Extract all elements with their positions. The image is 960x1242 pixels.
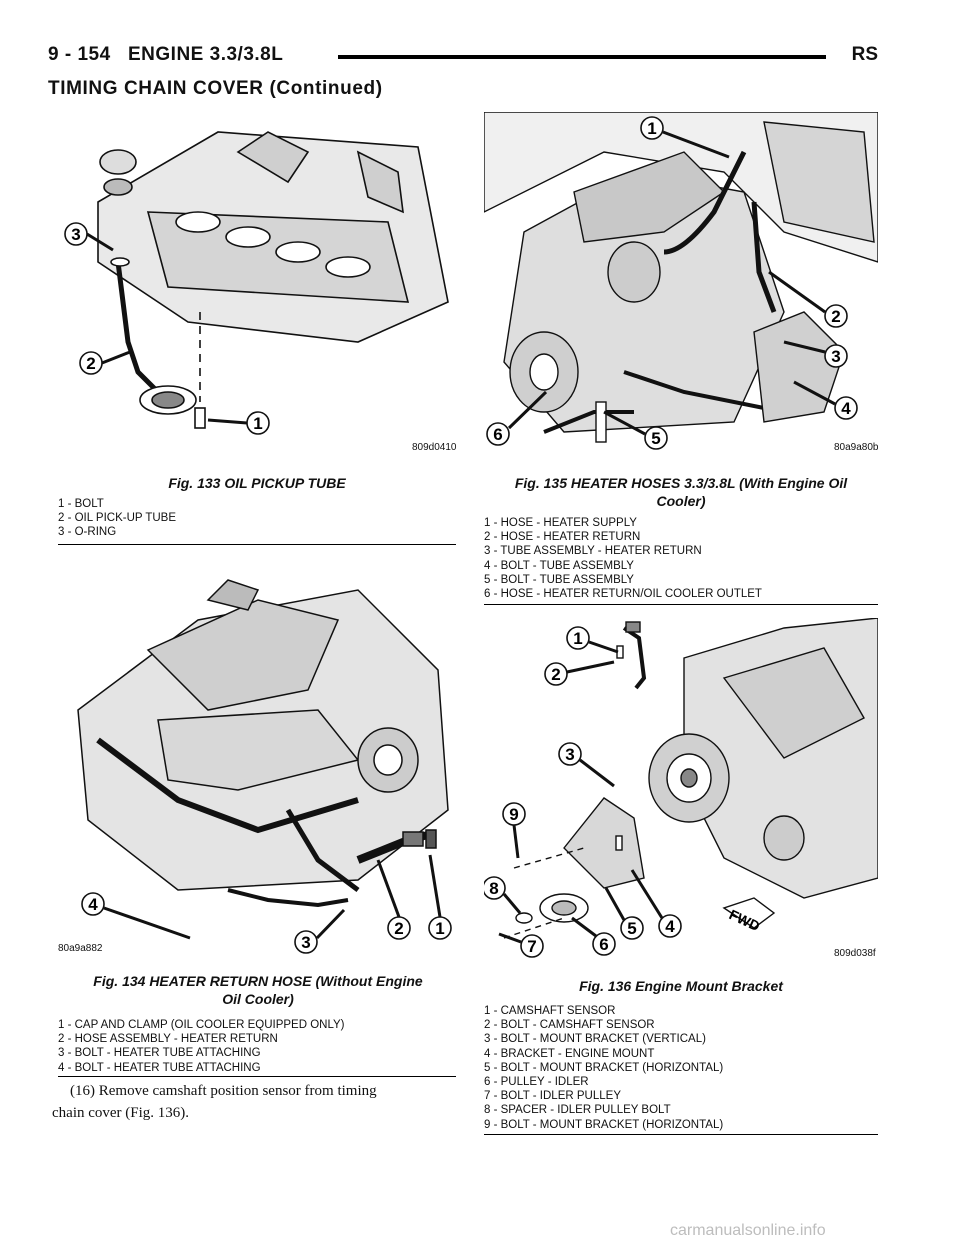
legend-item: 1 - HOSE - HEATER SUPPLY [484,517,637,529]
callout-1: 1 [435,919,444,938]
legend-item: 9 - BOLT - MOUNT BRACKET (HORIZONTAL) [484,1118,724,1131]
callout-5: 5 [627,919,636,938]
callout-3: 3 [565,745,574,764]
procedure-step: (16) Remove camshaft position sensor fro… [52,1080,452,1124]
callout-1: 1 [253,414,262,433]
figure-heater-hoses: 1 2 3 4 5 6 [484,112,878,462]
legend-item: 3 - TUBE ASSEMBLY - HEATER RETURN [484,545,702,558]
callout-6: 6 [493,425,502,444]
header-rule [338,55,826,59]
legend-item: 6 - PULLEY - IDLER [484,1076,589,1089]
callout-4: 4 [88,895,98,914]
figure-legend: 1 - CAP AND CLAMP (OIL COOLER EQUIPPED O… [58,1018,345,1075]
callout-5: 5 [651,429,660,448]
legend-item: 6 - HOSE - HEATER RETURN/OIL COOLER OUTL… [484,588,762,601]
legend-item: 1 - CAP AND CLAMP (OIL COOLER EQUIPPED O… [58,1019,345,1031]
legend-item: 4 - BRACKET - ENGINE MOUNT [484,1047,655,1060]
legend-item: 5 - BOLT - MOUNT BRACKET (HORIZONTAL) [484,1061,724,1074]
divider [58,544,456,545]
callout-4: 4 [841,399,851,418]
callout-4: 4 [665,917,675,936]
callout-1: 1 [573,629,582,648]
figure-engine-mount-bracket: FWD 1 2 3 9 8 7 6 5 [484,618,878,963]
legend-item: 2 - OIL PICK-UP TUBE [58,512,177,525]
callout-7: 7 [527,937,536,956]
figure-caption: Fig. 133 OIL PICKUP TUBE [168,475,346,491]
image-code: 809d038f [834,948,876,959]
figure-caption-line-2: Oil Cooler) [222,991,294,1007]
procedure-step-line-2: chain cover (Fig. 136). [52,1105,190,1121]
legend-item: 3 - O-RING [58,526,117,539]
legend-item: 3 - BOLT - MOUNT BRACKET (VERTICAL) [484,1033,706,1046]
figure-caption: Fig. 136 Engine Mount Bracket [579,978,783,994]
figure-legend: 1 - BOLT 2 - OIL PICK-UP TUBE 3 - O-RING [58,497,176,540]
legend-item: 5 - BOLT - TUBE ASSEMBLY [484,573,634,586]
model-code: RS [851,44,878,65]
figure-caption-line-2: Cooler) [656,493,706,509]
figure-legend: 1 - CAMSHAFT SENSOR 2 - BOLT - CAMSHAFT … [484,1004,723,1132]
legend-item: 1 - CAMSHAFT SENSOR [484,1005,616,1017]
callout-2: 2 [551,665,560,684]
divider [484,1134,878,1135]
legend-item: 8 - SPACER - IDLER PULLEY BOLT [484,1104,671,1117]
engine-mount-bracket-illustration: FWD 1 2 3 9 8 7 6 5 [484,618,878,958]
figure-heater-return-hose: 4 3 2 1 [58,560,458,955]
callout-2: 2 [831,307,840,326]
watermark[interactable]: carmanualsonline.info [670,1222,826,1239]
oil-pickup-tube-illustration: 3 2 1 [64,131,449,435]
image-code: 80a9a80b [834,442,879,453]
image-code: 809d0410 [412,442,457,453]
heater-return-hose-illustration: 4 3 2 1 [77,579,452,954]
callout-9: 9 [509,805,518,824]
page-header-left: 9 - 154 ENGINE 3.3/3.8L [48,44,283,66]
page-number: 9 - 154 [48,44,111,65]
legend-item: 4 - BOLT - TUBE ASSEMBLY [484,559,634,572]
legend-item: 4 - BOLT - HEATER TUBE ATTACHING [58,1061,261,1074]
legend-item: 2 - HOSE ASSEMBLY - HEATER RETURN [58,1033,278,1046]
page-header: 9 - 154 ENGINE 3.3/3.8L RS [48,44,878,72]
divider [484,604,878,605]
callout-3: 3 [831,347,840,366]
callout-3: 3 [71,225,80,244]
heater-hoses-illustration: 1 2 3 4 5 6 [484,112,878,450]
image-code: 80a9a882 [58,943,103,954]
callout-6: 6 [599,935,608,954]
callout-8: 8 [489,879,498,898]
callout-2: 2 [394,919,403,938]
callout-2: 2 [86,354,95,373]
callout-3: 3 [301,933,310,952]
legend-item: 3 - BOLT - HEATER TUBE ATTACHING [58,1047,261,1060]
legend-item: 1 - BOLT [58,498,104,510]
legend-item: 2 - HOSE - HEATER RETURN [484,531,641,544]
figure-oil-pickup-tube: 3 2 1 [58,112,456,462]
figure-caption-line-1: Fig. 134 HEATER RETURN HOSE (Without Eng… [93,973,423,989]
procedure-step-line-1: (16) Remove camshaft position sensor fro… [70,1083,377,1099]
legend-item: 2 - BOLT - CAMSHAFT SENSOR [484,1019,655,1032]
callout-1: 1 [647,119,656,138]
divider [58,1076,456,1077]
figure-legend: 1 - HOSE - HEATER SUPPLY 2 - HOSE - HEAT… [484,516,762,601]
legend-item: 7 - BOLT - IDLER PULLEY [484,1090,621,1103]
section-title: TIMING CHAIN COVER (Continued) [48,78,383,99]
figure-caption-line-1: Fig. 135 HEATER HOSES 3.3/3.8L (With Eng… [514,475,848,491]
engine-title: ENGINE 3.3/3.8L [128,44,284,65]
